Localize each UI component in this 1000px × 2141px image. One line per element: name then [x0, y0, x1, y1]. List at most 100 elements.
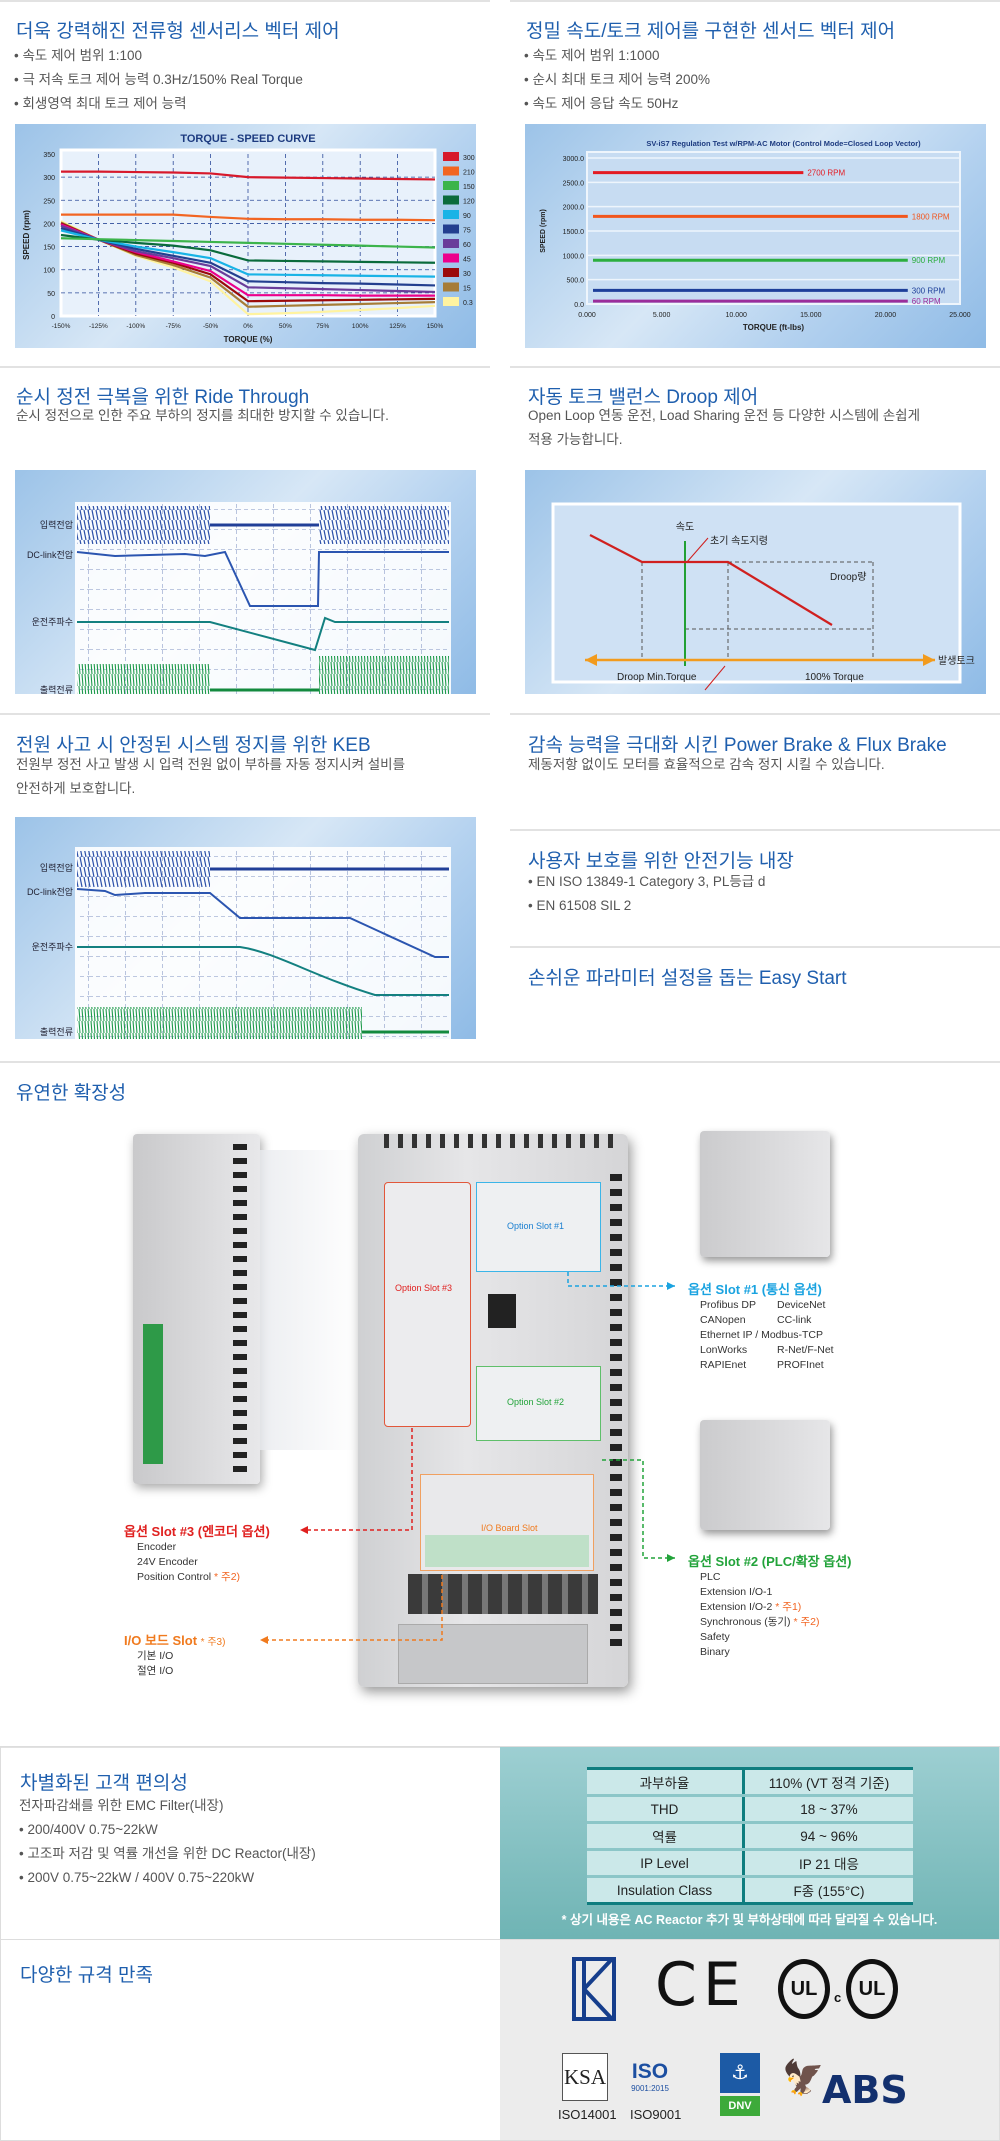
- certifications-panel: CE UL c UL KSA ISO14001 ISO 9001:2015 IS…: [500, 1940, 999, 2140]
- bullet-item: • 순시 최대 토크 제어 능력 200%: [524, 72, 710, 87]
- list-item: 절연 I/O: [137, 1665, 174, 1677]
- option-slot-1-label: Option Slot #1: [507, 1221, 565, 1231]
- axis-speed-label: 속도: [676, 521, 694, 533]
- cul-logo: UL: [846, 1959, 898, 2019]
- bullet-item: • 속도 제어 범위 1:1000: [524, 48, 660, 63]
- terminal-block: [143, 1324, 163, 1464]
- series-line-60: [60, 224, 436, 294]
- waveform-svg: 입력전압 DC-link전압 운전주파수 출력전류: [27, 847, 451, 1039]
- abs-logo-text: ABS: [822, 2068, 908, 2112]
- iso9001-caption: ISO9001: [630, 2107, 682, 2122]
- option-slot-1[interactable]: Option Slot #1: [476, 1182, 601, 1272]
- chart-title: SV-iS7 Regulation Test w/RPM-AC Motor (C…: [646, 139, 921, 148]
- cell-value: IP 21 대응: [743, 1849, 913, 1878]
- divider: [510, 946, 1000, 948]
- x-tick-label: -100%: [126, 323, 145, 330]
- desc-line: 적용 가능합니다.: [528, 432, 623, 447]
- list-item: DeviceNet: [777, 1299, 826, 1311]
- slot3-title: 옵션 Slot #3 (엔코더 옵션): [124, 1524, 270, 1539]
- label-input-voltage: 입력전압: [40, 519, 73, 530]
- legend-swatch: [443, 268, 459, 277]
- chart-title: TORQUE - SPEED CURVE: [180, 133, 315, 145]
- list-item: • 200V 0.75~22kW / 400V 0.75~220kW: [19, 1870, 255, 1885]
- rj45-port: [488, 1294, 516, 1328]
- ce-logo: CE: [655, 1950, 747, 2020]
- section-title: 사용자 보호를 위한 안전기능 내장: [528, 851, 794, 872]
- footnote-ref: * 주2): [793, 1616, 820, 1628]
- y-tick-label: 2500.0: [563, 180, 585, 187]
- dnv-logo: ⚓ DNV: [720, 2053, 760, 2117]
- y-tick-label: 350: [43, 152, 55, 159]
- x-tick-label: -125%: [89, 323, 108, 330]
- section-title: 차별화된 고객 편의성: [20, 1773, 188, 1794]
- section-title: 더욱 강력해진 전류형 센서리스 벡터 제어: [16, 21, 340, 42]
- io-board-slot[interactable]: I/O Board Slot: [420, 1474, 594, 1571]
- y-tick-label: 2000.0: [563, 205, 585, 212]
- legend-swatch: [443, 224, 459, 234]
- label-dc-link: DC-link전압: [27, 549, 73, 560]
- series-label: 900 RPM: [912, 256, 946, 265]
- y-tick-label: 50: [47, 291, 55, 298]
- plc-option-module: [700, 1420, 830, 1530]
- vent-slots: [233, 1144, 247, 1474]
- series-line-90: [60, 229, 436, 278]
- list-item: CC-link: [777, 1314, 812, 1326]
- option-slot-2[interactable]: Option Slot #2: [476, 1366, 601, 1441]
- divider: [0, 0, 490, 2]
- legend-swatch: [443, 239, 459, 248]
- slot2-title: 옵션 Slot #2 (PLC/확장 옵션): [688, 1554, 852, 1569]
- torque-speed-svg: TORQUE - SPEED CURVE05010015020025030035…: [22, 133, 475, 344]
- y-tick-label: 1000.0: [563, 253, 585, 260]
- cell-value: 94 ~ 96%: [743, 1822, 913, 1851]
- legend-swatch: [443, 166, 459, 176]
- abs-logo: 🦅: [782, 2059, 825, 2097]
- bullet-item: • 속도 제어 응답 속도 50Hz: [524, 96, 679, 111]
- cell-value: 18 ~ 37%: [743, 1795, 913, 1824]
- section-desc: 제동저항 없이도 모터를 효율적으로 감속 정지 시킬 수 있습니다.: [528, 753, 885, 777]
- series-line-75: [60, 227, 436, 287]
- label-output-current: 출력전류: [40, 1026, 73, 1037]
- cell-label: IP Level: [587, 1849, 745, 1878]
- light-rays: [260, 1150, 360, 1450]
- vent-right: [610, 1174, 622, 1654]
- legend-label: 30: [463, 271, 471, 278]
- series-line-210: [61, 213, 436, 222]
- list-item: Extension I/O-1: [700, 1586, 773, 1598]
- option-slot-3[interactable]: Option Slot #3: [384, 1182, 471, 1427]
- y-tick-label: 250: [43, 198, 55, 205]
- label-output-current: 출력전류: [40, 684, 73, 694]
- bullet-list: • 속도 제어 범위 1:100 • 극 저속 토크 제어 능력 0.3Hz/1…: [14, 44, 303, 116]
- section-title: 감속 능력을 극대화 시킨 Power Brake & Flux Brake: [528, 735, 947, 756]
- footnote-ref: * 주1): [775, 1601, 802, 1613]
- inverter-body: Option Slot #3 Option Slot #1 Option Slo…: [358, 1134, 628, 1687]
- bottom-cover: [398, 1624, 588, 1684]
- divider: [0, 713, 490, 715]
- legend-swatch: [443, 210, 459, 219]
- x-axis-label: TORQUE (%): [224, 335, 273, 344]
- y-tick-label: 300: [43, 175, 55, 182]
- series-line-120: [60, 233, 436, 264]
- list-item: Extension I/O-2: [700, 1601, 773, 1613]
- series-line-300: [61, 170, 436, 181]
- io-terminal-block: [425, 1535, 589, 1567]
- legend-swatch: [443, 297, 459, 306]
- io-title: I/O 보드 Slot * 주3): [124, 1630, 225, 1649]
- list-item: Binary: [700, 1646, 730, 1658]
- section-desc: 전원부 정전 사고 발생 시 입력 전원 없이 부하를 자동 정지시켜 설비를 …: [16, 753, 405, 801]
- anchor-icon: ⚓: [720, 2053, 760, 2093]
- series-label: 2700 RPM: [807, 169, 845, 178]
- vent-top: [384, 1134, 614, 1148]
- x-tick-label: 15.000: [800, 312, 822, 319]
- divider: [510, 713, 1000, 715]
- list-item: Profibus DP: [700, 1299, 757, 1311]
- option-slot-3-label: Option Slot #3: [395, 1283, 453, 1293]
- y-tick-label: 3000.0: [563, 156, 585, 163]
- footnote-ref: * 주3): [200, 1637, 226, 1648]
- cell-label: 역률: [587, 1822, 745, 1851]
- x-tick-label: 10.000: [725, 312, 747, 319]
- y-tick-label: 100: [43, 268, 55, 275]
- list-item: 기본 I/O: [137, 1650, 174, 1662]
